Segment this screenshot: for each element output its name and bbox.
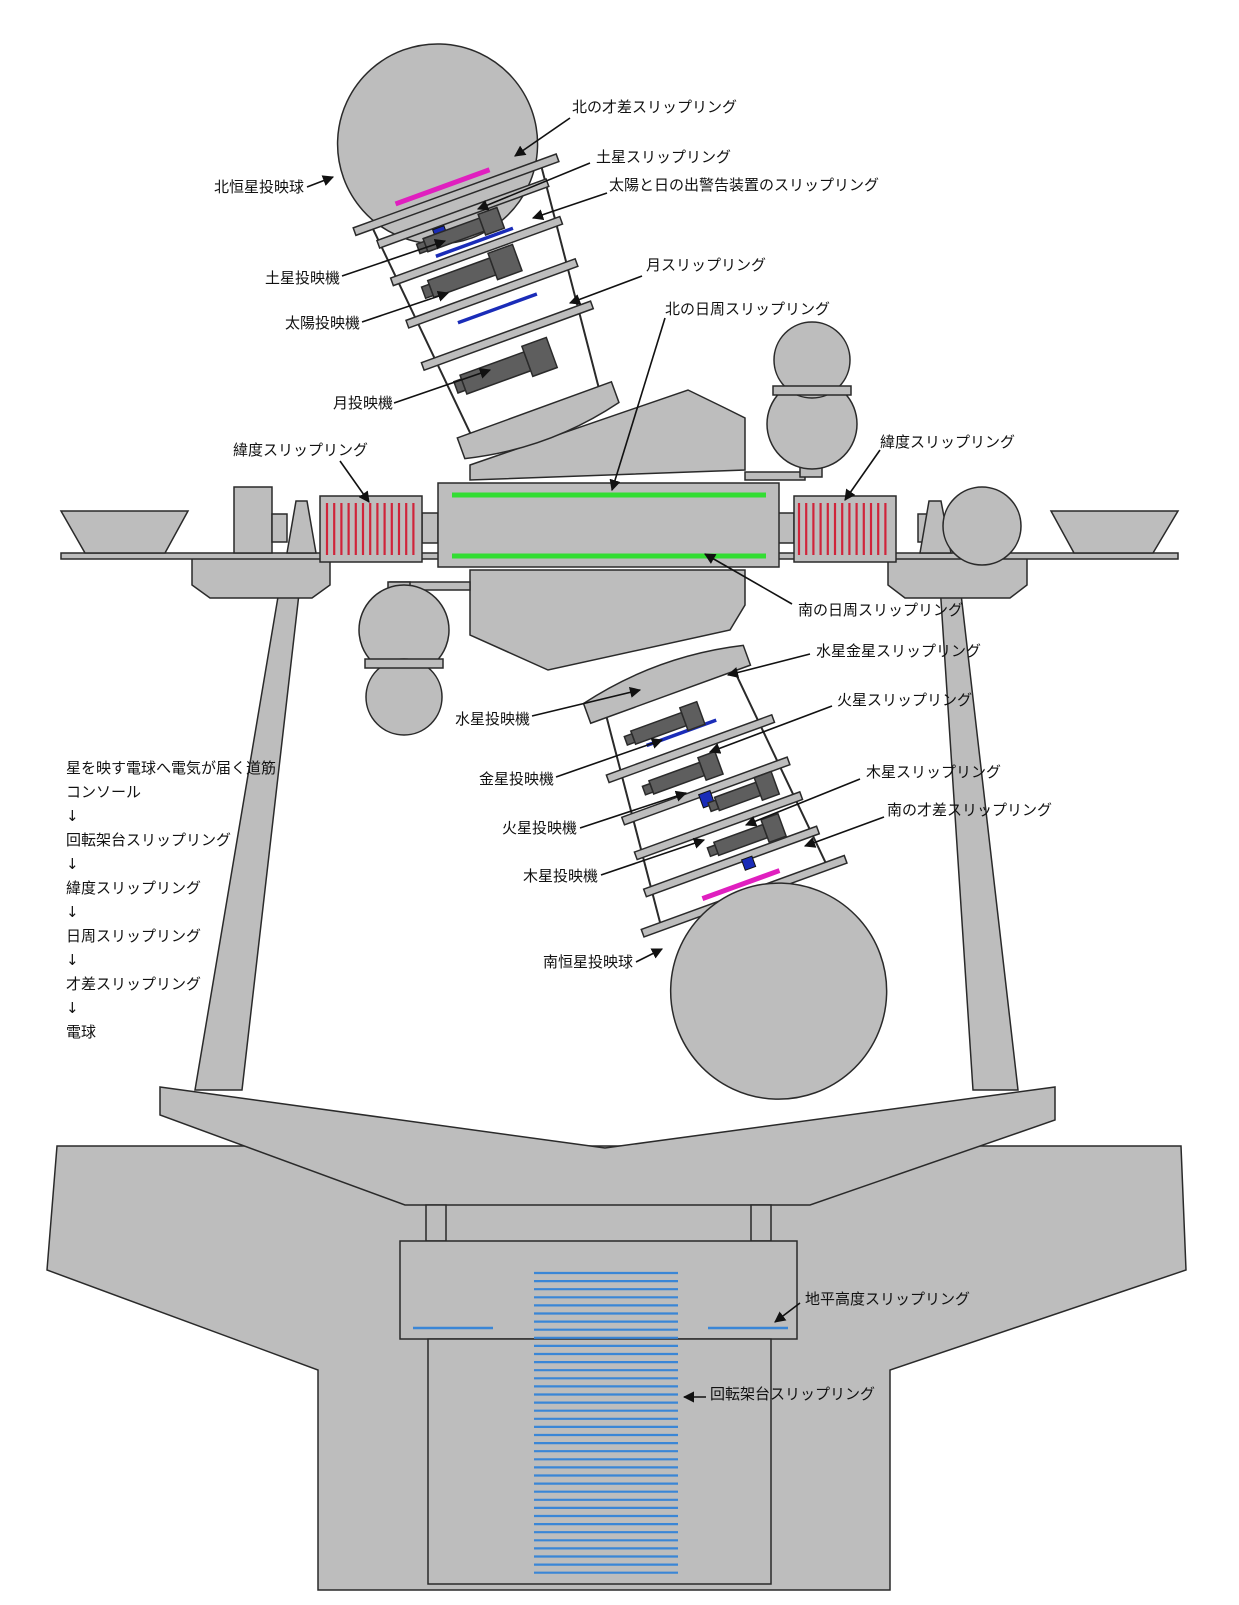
label-south-star-sphere: 南恒星投映球 [543,953,633,971]
legend-step: ↓ [66,855,79,873]
south-assembly [582,644,888,1100]
south-star-sphere [669,882,888,1100]
north-assembly [336,43,620,460]
leader-lines [306,117,885,1403]
jupiter-slip-ring [740,855,757,871]
label-venus-projector: 金星投映機 [479,770,554,788]
label-altitude-ring: 地平高度スリップリング [805,1290,970,1308]
label-mercury-projector: 水星投映機 [455,710,530,728]
label-south-diurnal: 南の日周スリップリング [798,601,963,619]
north-precession-slip-ring [394,167,491,207]
label-sun-projector: 太陽投映機 [285,314,360,332]
legend-step: ↓ [66,807,79,825]
jupiter-projector [706,812,788,858]
legend-title: 星を映す電球へ電気が届く道筋 [66,759,277,777]
label-north-star-sphere: 北恒星投映球 [214,178,304,196]
legend-step: ↓ [66,951,79,969]
venus-projector [641,750,725,796]
label-latitude-left: 緯度スリップリング [233,441,368,459]
label-north-precession: 北の才差スリップリング [572,98,737,116]
label-moon-projector: 月投映機 [333,394,393,412]
legend-step: コンソール [66,783,142,801]
label-moon-ring: 月スリップリング [646,256,766,274]
legend-step: 才差スリップリング [66,975,202,993]
sun-projector [420,243,523,300]
pedestal [46,1086,1187,1591]
legend-step: ↓ [66,999,79,1017]
label-mars-ring: 火星スリップリング [837,691,972,709]
legend-step: 電球 [66,1023,97,1041]
latitude-slip-ring-right [793,495,897,563]
label-latitude-right: 緯度スリップリング [880,433,1015,451]
mars-projector [707,770,781,813]
support-legs [191,554,1028,1091]
label-mars-projector: 火星投映機 [502,819,577,837]
legend-step: 回転架台スリップリング [66,831,232,849]
label-saturn-ring: 土星スリップリング [596,148,731,166]
labels: 北の才差スリップリング 土星スリップリング 太陽と日の出警告装置のスリップリング… [214,98,1052,1403]
label-saturn-projector: 土星投映機 [265,269,340,287]
label-jupiter-ring: 木星スリップリング [866,763,1001,781]
legend-step: ↓ [66,903,79,921]
label-rotating-base-ring: 回転架台スリップリング [710,1385,875,1403]
moon-slip-ring [457,292,538,325]
label-sun-ring: 太陽と日の出警告装置のスリップリング [609,176,879,194]
north-star-sphere [336,43,539,245]
legend-step: 緯度スリップリング [66,879,202,897]
electric-path-legend: 星を映す電球へ電気が届く道筋 コンソール ↓ 回転架台スリップリング ↓ 緯度ス… [66,756,276,1044]
rotating-base-slip-rings [534,1271,678,1574]
south-precession-slip-ring [701,868,781,901]
rotating-base-housing [427,1338,772,1585]
label-mercury-venus-ring: 水星金星スリップリング [816,642,981,660]
legend-step: 日周スリップリング [66,927,202,945]
sun-slip-ring [435,226,514,258]
mercury-projector [623,700,706,746]
moon-projector [452,336,559,395]
central-body [358,321,858,736]
label-jupiter-projector: 木星投映機 [523,867,598,885]
label-south-precession: 南の才差スリップリング [887,801,1052,819]
label-north-diurnal: 北の日周スリップリング [665,300,830,318]
